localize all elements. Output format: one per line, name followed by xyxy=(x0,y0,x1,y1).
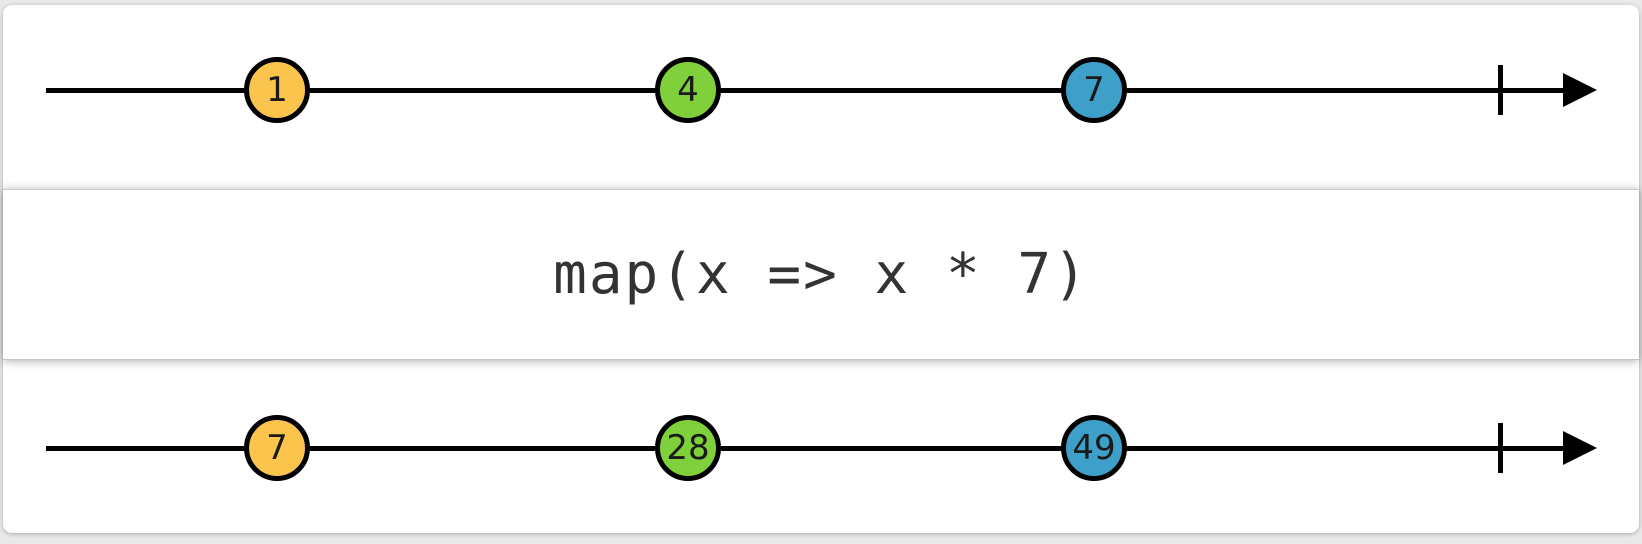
input-marble-3-value: 7 xyxy=(1083,70,1105,110)
input-marble-1-value: 1 xyxy=(266,70,288,110)
input-marble-1[interactable]: 1 xyxy=(244,57,310,123)
input-stream-arrowhead-icon xyxy=(1563,73,1597,107)
output-marble-2: 28 xyxy=(655,415,721,481)
input-marble-2-value: 4 xyxy=(677,70,699,110)
output-marble-3: 49 xyxy=(1061,415,1127,481)
input-stream-complete-tick[interactable] xyxy=(1498,65,1503,115)
output-stream-arrowhead-icon xyxy=(1563,431,1597,465)
operator-box: map(x => x * 7) xyxy=(3,189,1639,360)
output-stream-line xyxy=(46,445,1572,451)
input-stream-line xyxy=(46,87,1572,93)
output-marble-3-value: 49 xyxy=(1072,428,1116,468)
output-marble-2-value: 28 xyxy=(666,428,710,468)
operator-label: map(x => x * 7) xyxy=(553,242,1089,307)
output-marble-1: 7 xyxy=(244,415,310,481)
input-marble-3[interactable]: 7 xyxy=(1061,57,1127,123)
input-marble-2[interactable]: 4 xyxy=(655,57,721,123)
output-stream-complete-tick xyxy=(1498,423,1503,473)
output-marble-1-value: 7 xyxy=(266,428,288,468)
